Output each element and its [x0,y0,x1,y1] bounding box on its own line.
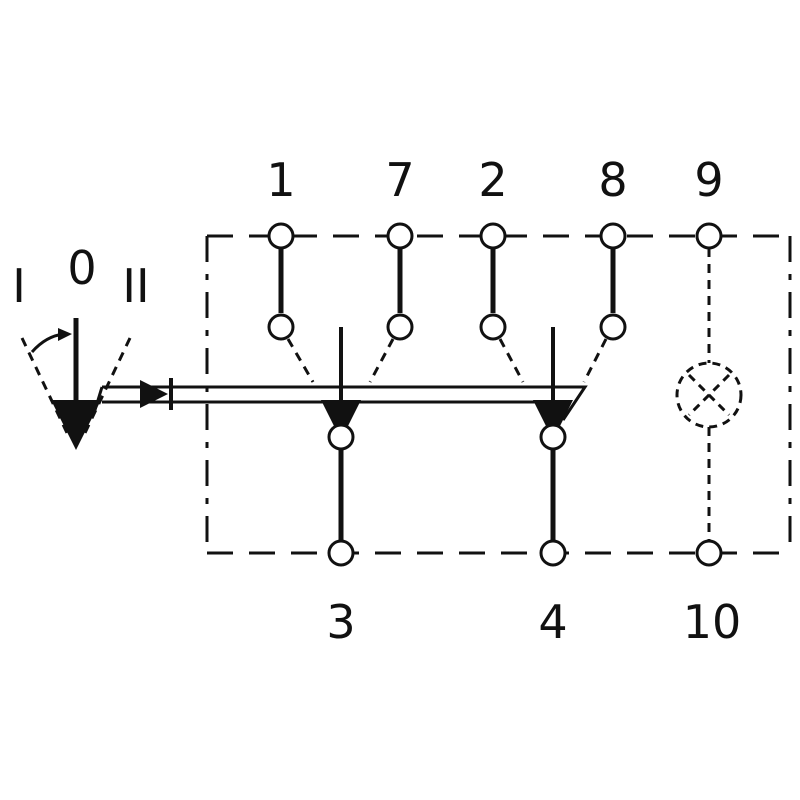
position-label-0: 0 [67,241,96,295]
terminal-label-2: 2 [478,153,507,207]
actuator-arrow-icon [20,318,132,450]
contact-node-1 [267,313,295,341]
terminal-node-3 [327,539,355,567]
terminal-node-9 [695,222,723,250]
terminal-label-9: 9 [694,153,723,207]
contact-node-2 [479,313,507,341]
moving-contacts [321,327,573,440]
terminal-node-1 [267,222,295,250]
position-label-i: I [12,259,26,313]
top-pin-stubs [278,248,616,313]
lamp-icon [675,361,743,429]
terminal-label-3: 3 [326,595,355,649]
terminal-node-7 [386,222,414,250]
terminal-label-10: 10 [683,595,742,649]
bottom-contact-lines [338,450,556,541]
terminal-label-1: 1 [266,153,295,207]
pivot-node-4 [539,423,567,451]
terminal-node-2 [479,222,507,250]
diode-icon [140,378,173,410]
terminal-nodes [267,222,723,567]
switch-housing [205,234,792,555]
contact-node-8 [599,313,627,341]
pivot-node-3 [327,423,355,451]
terminal-label-7: 7 [385,153,414,207]
terminal-label-4: 4 [538,595,567,649]
contact-node-7 [386,313,414,341]
position-label-ii: II [122,259,149,313]
terminal-label-8: 8 [598,153,627,207]
terminal-node-4 [539,539,567,567]
terminal-node-8 [599,222,627,250]
alternate-contact-paths [286,338,608,383]
terminal-node-10 [695,539,723,567]
